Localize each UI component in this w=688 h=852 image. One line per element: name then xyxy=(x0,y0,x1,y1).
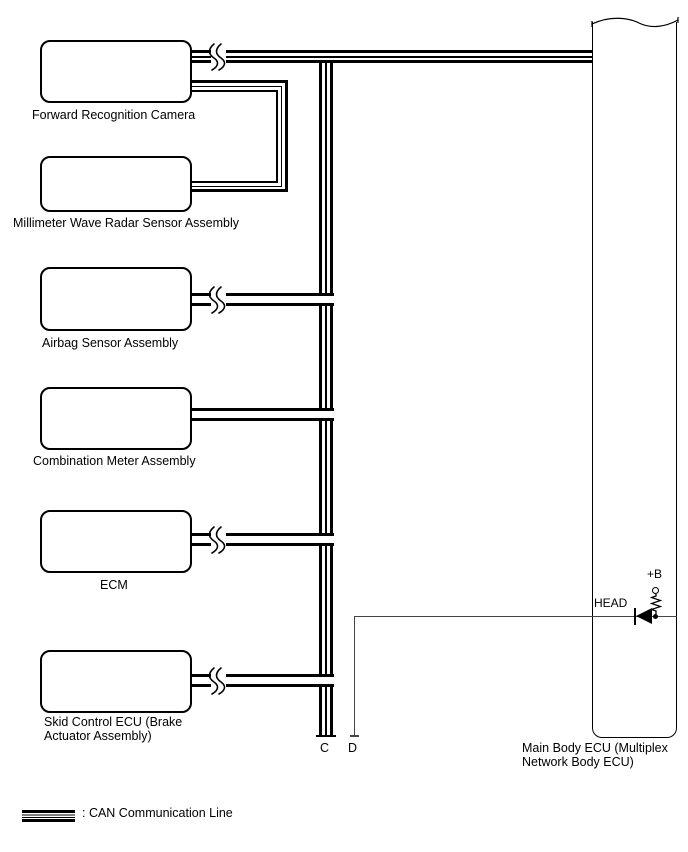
line-break-icon xyxy=(208,526,226,554)
can-stub-combination-meter xyxy=(188,408,334,421)
bus-end-cap-right xyxy=(327,735,336,737)
connector-d-end-cap xyxy=(350,735,359,737)
head-signal-wire-vertical xyxy=(354,616,356,736)
resistor-icon xyxy=(650,594,662,614)
forward-recognition-camera-box xyxy=(40,40,192,103)
can-loop-outer-line xyxy=(190,80,288,192)
skid-control-ecu-box xyxy=(40,650,192,713)
device-label-millimeter-wave-radar: Millimeter Wave Radar Sensor Assembly xyxy=(13,216,239,230)
legend-label: : CAN Communication Line xyxy=(82,806,233,820)
millimeter-wave-radar-box xyxy=(40,156,192,212)
ecm-box xyxy=(40,510,192,573)
device-label-airbag-sensor: Airbag Sensor Assembly xyxy=(42,336,179,350)
device-label-skid-control-ecu: Skid Control ECU (Brake Actuator Assembl… xyxy=(44,715,183,743)
main-body-ecu-box xyxy=(592,22,677,738)
power-terminal-icon xyxy=(652,587,659,594)
device-label-ecm: ECM xyxy=(100,578,128,592)
can-loop-inner-line xyxy=(190,89,278,183)
bus-end-cap-left xyxy=(316,735,325,737)
device-label-combination-meter: Combination Meter Assembly xyxy=(33,454,196,468)
line-break-icon xyxy=(208,43,226,71)
can-loop-middle-line xyxy=(190,85,282,187)
airbag-sensor-box xyxy=(40,267,192,331)
head-signal-wire-horizontal xyxy=(354,616,677,618)
power-pin-label: +B xyxy=(647,567,663,581)
device-label-forward-recognition-camera: Forward Recognition Camera xyxy=(32,108,196,122)
diode-icon xyxy=(636,608,652,624)
can-line-legend-icon xyxy=(22,810,75,822)
torn-edge-icon xyxy=(591,17,679,28)
connector-d-label: D xyxy=(348,741,358,755)
combination-meter-box xyxy=(40,387,192,450)
device-label-main-body-ecu: Main Body ECU (Multiplex Network Body EC… xyxy=(522,741,668,769)
line-break-icon xyxy=(208,286,226,314)
can-bus-horizontal-line xyxy=(188,50,594,63)
head-pin-label: HEAD xyxy=(594,596,628,610)
connector-c-label: C xyxy=(320,741,330,755)
line-break-icon xyxy=(208,667,226,695)
diode-icon xyxy=(634,608,636,625)
can-bus-vertical-line xyxy=(319,55,333,737)
junction-dot xyxy=(653,614,658,619)
